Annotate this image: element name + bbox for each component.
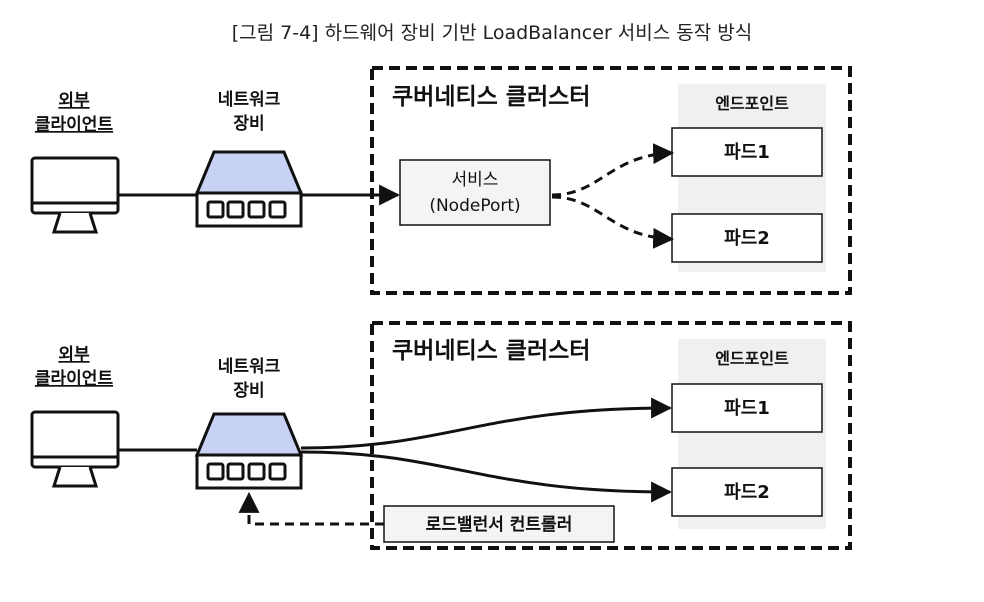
bottom-cluster-label: 쿠버네티스 클러스터	[392, 338, 590, 364]
top-network-label-line2: 장비	[233, 114, 264, 134]
monitor-icon	[30, 410, 120, 488]
top-endpoint-label: 엔드포인트	[715, 94, 789, 113]
lb-controller-label: 로드밸런서 컨트롤러	[426, 515, 573, 535]
bottom-diagram: 외부 클라이언트 네트워크 장비 쿠버네티스 클러스터 엔드포인트	[30, 321, 852, 550]
top-diagram: 외부 클라이언트 네트워크 장비 쿠버네티스 클러스터 엔드포인트	[30, 66, 852, 295]
bottom-pod2-box	[671, 467, 823, 517]
controller-to-network-arrow	[238, 491, 384, 526]
top-pod1-label: 파드1	[724, 142, 770, 163]
network-to-pod1-arrow	[300, 397, 673, 450]
top-network-label-line1: 네트워크	[218, 90, 281, 110]
network-device-top	[194, 150, 304, 195]
service-label-line2: (NodePort)	[429, 196, 520, 216]
figure-title: [그림 7-4] 하드웨어 장비 기반 LoadBalancer 서비스 동작 …	[232, 22, 753, 44]
network-switch-icon	[194, 150, 304, 228]
lb-controller-box	[383, 505, 615, 543]
monitor-icon	[30, 156, 120, 234]
service-to-pod1-arrow	[551, 143, 675, 197]
service-to-pod2-arrow	[551, 195, 675, 249]
top-client-label-line2: 클라이언트	[35, 115, 114, 135]
bottom-pod2-label: 파드2	[724, 482, 770, 503]
top-cluster-label: 쿠버네티스 클러스터	[392, 84, 590, 110]
top-pod1-box	[671, 127, 823, 177]
service-box	[399, 159, 551, 226]
top-client-label-line1: 외부	[58, 91, 90, 111]
bottom-cluster-box	[370, 321, 852, 550]
bottom-client-label-line1: 외부	[58, 345, 90, 365]
bottom-endpoint-label: 엔드포인트	[715, 349, 789, 368]
bottom-pod1-label: 파드1	[724, 398, 770, 419]
network-switch-icon	[194, 412, 304, 490]
top-pod2-label: 파드2	[724, 228, 770, 249]
service-label-line1: 서비스	[452, 170, 499, 190]
network-to-pod2-arrow	[300, 450, 673, 503]
bottom-network-label-line2: 장비	[233, 381, 264, 401]
network-device-top	[194, 412, 304, 457]
top-cluster-box	[370, 66, 852, 295]
bottom-network-label-line1: 네트워크	[218, 357, 281, 377]
bottom-client-label-line2: 클라이언트	[35, 369, 114, 389]
